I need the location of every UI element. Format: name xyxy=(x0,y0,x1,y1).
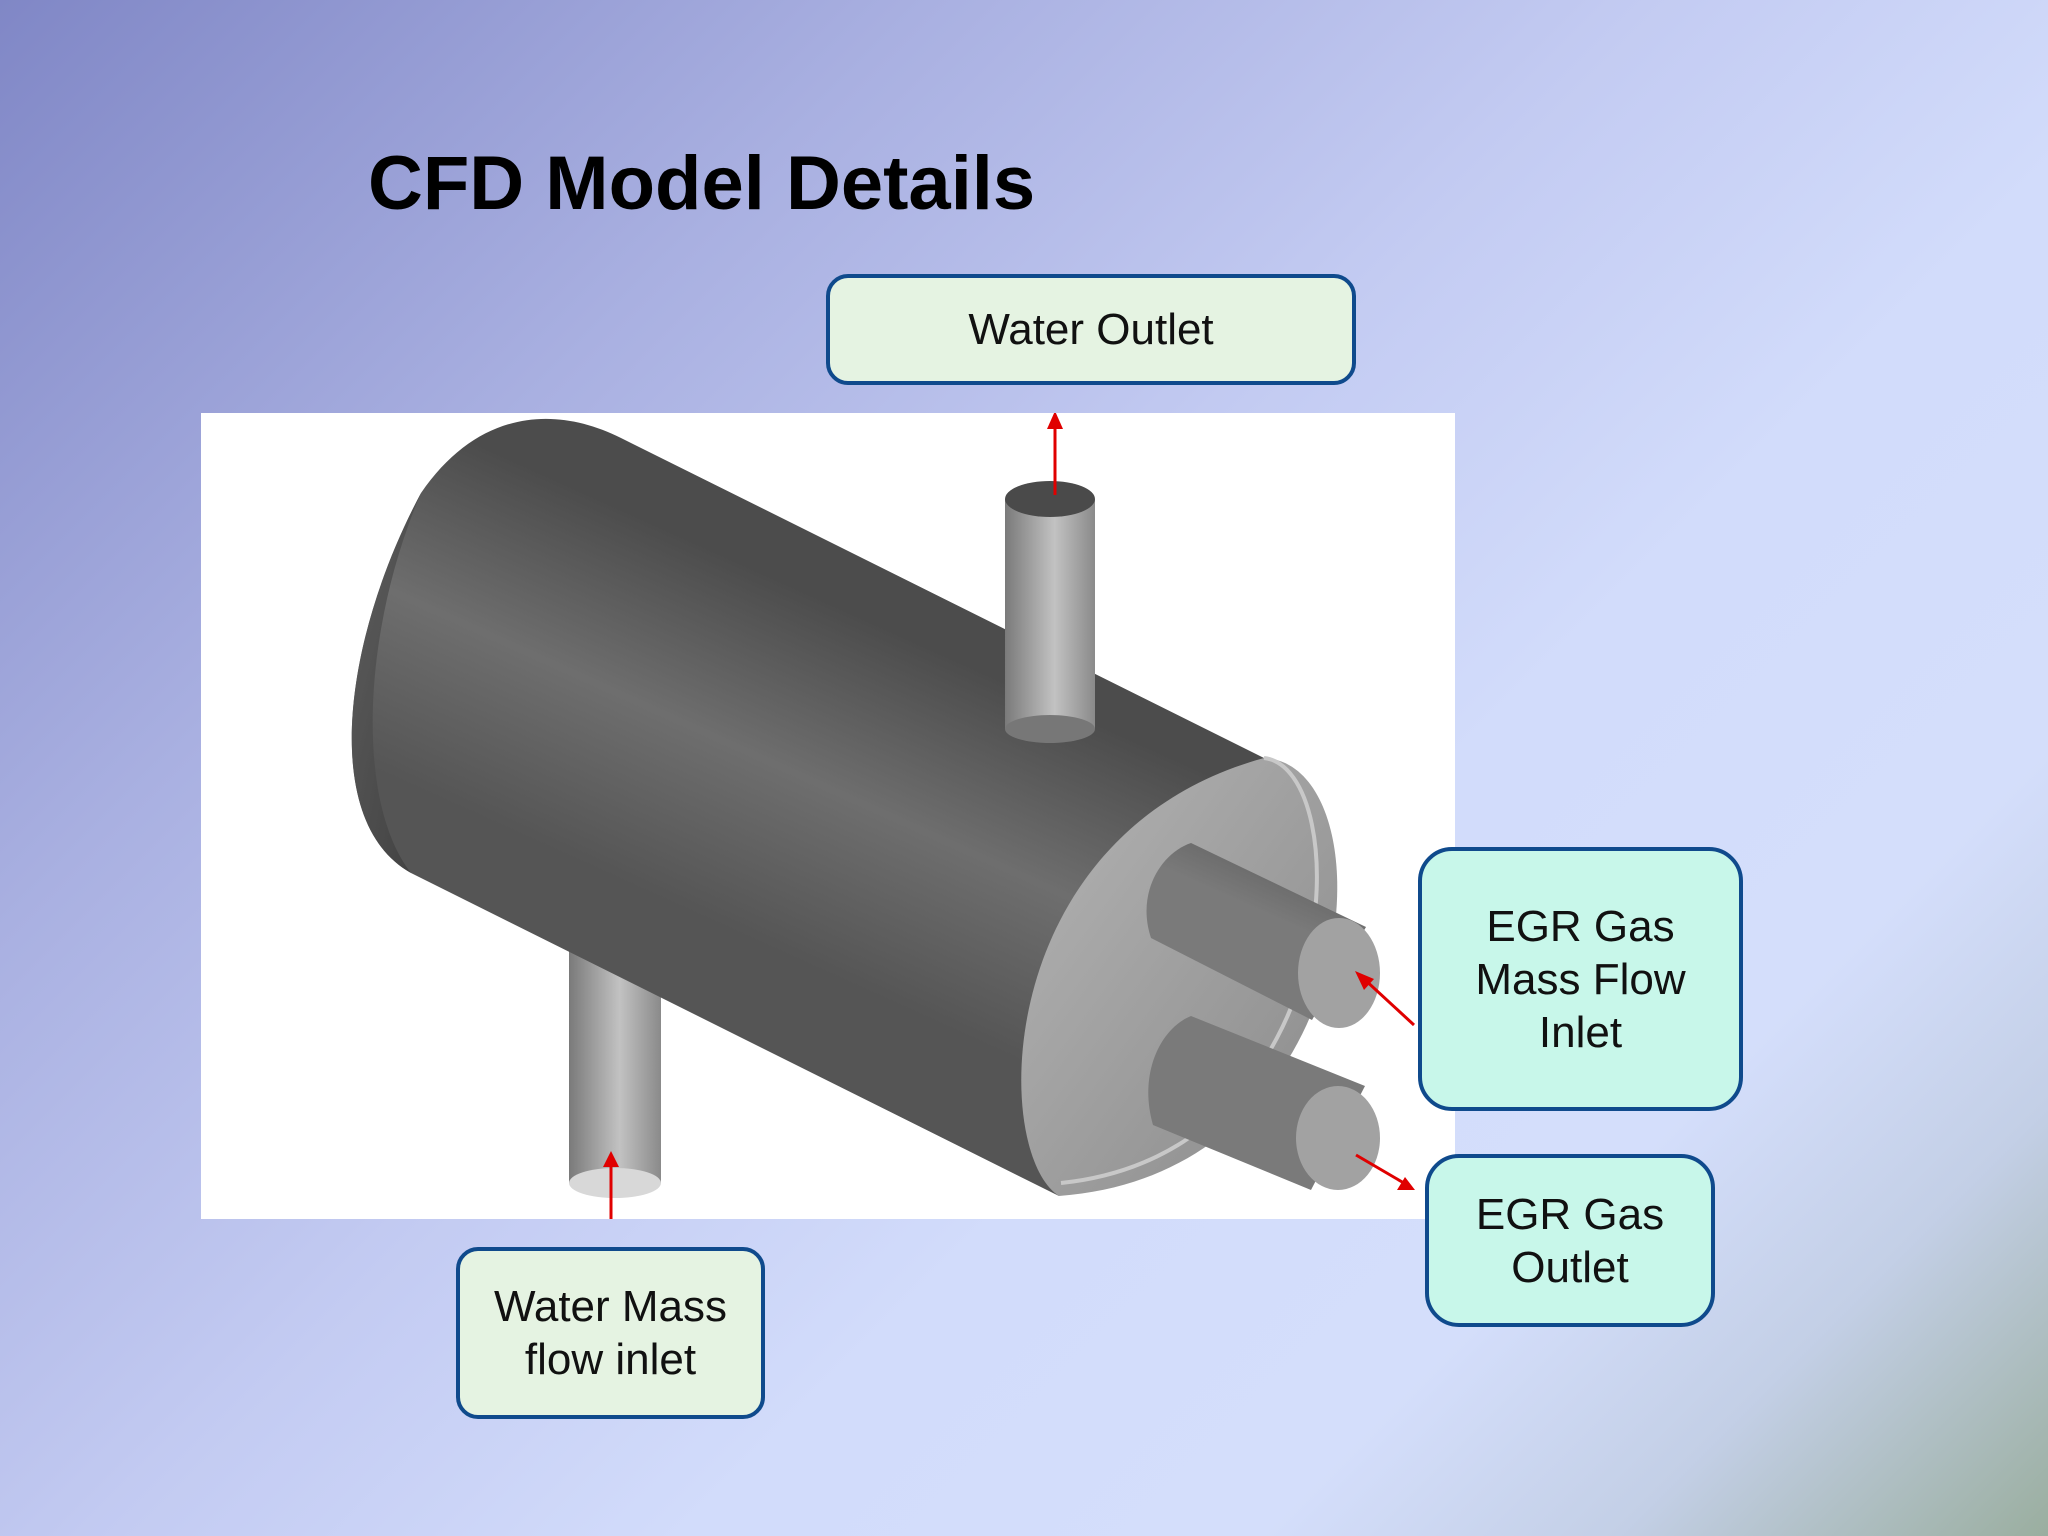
callout-water-outlet: Water Outlet xyxy=(826,274,1356,385)
callout-egr-inlet: EGR Gas Mass Flow Inlet xyxy=(1418,847,1743,1111)
callout-egr-outlet: EGR Gas Outlet xyxy=(1425,1154,1715,1327)
callout-egr-inlet-text: EGR Gas Mass Flow Inlet xyxy=(1475,901,1686,1057)
model-image-panel xyxy=(201,413,1455,1219)
arrow-water-inlet xyxy=(603,1151,619,1219)
heat-exchanger-model xyxy=(351,413,1416,1219)
water-outlet-pipe xyxy=(1005,481,1095,743)
arrow-water-outlet xyxy=(1047,413,1063,495)
egr-outlet-nozzle xyxy=(1148,1016,1380,1190)
callout-water-outlet-text: Water Outlet xyxy=(968,305,1214,354)
callout-water-inlet-text: Water Mass flow inlet xyxy=(493,1282,728,1384)
egr-inlet-nozzle xyxy=(1146,843,1380,1028)
arrow-egr-inlet xyxy=(1355,971,1416,1027)
slide-title: CFD Model Details xyxy=(368,141,1036,226)
callout-water-inlet: Water Mass flow inlet xyxy=(456,1247,765,1419)
arrow-egr-outlet xyxy=(1355,1153,1415,1190)
callout-egr-outlet-text: EGR Gas Outlet xyxy=(1475,1189,1665,1292)
